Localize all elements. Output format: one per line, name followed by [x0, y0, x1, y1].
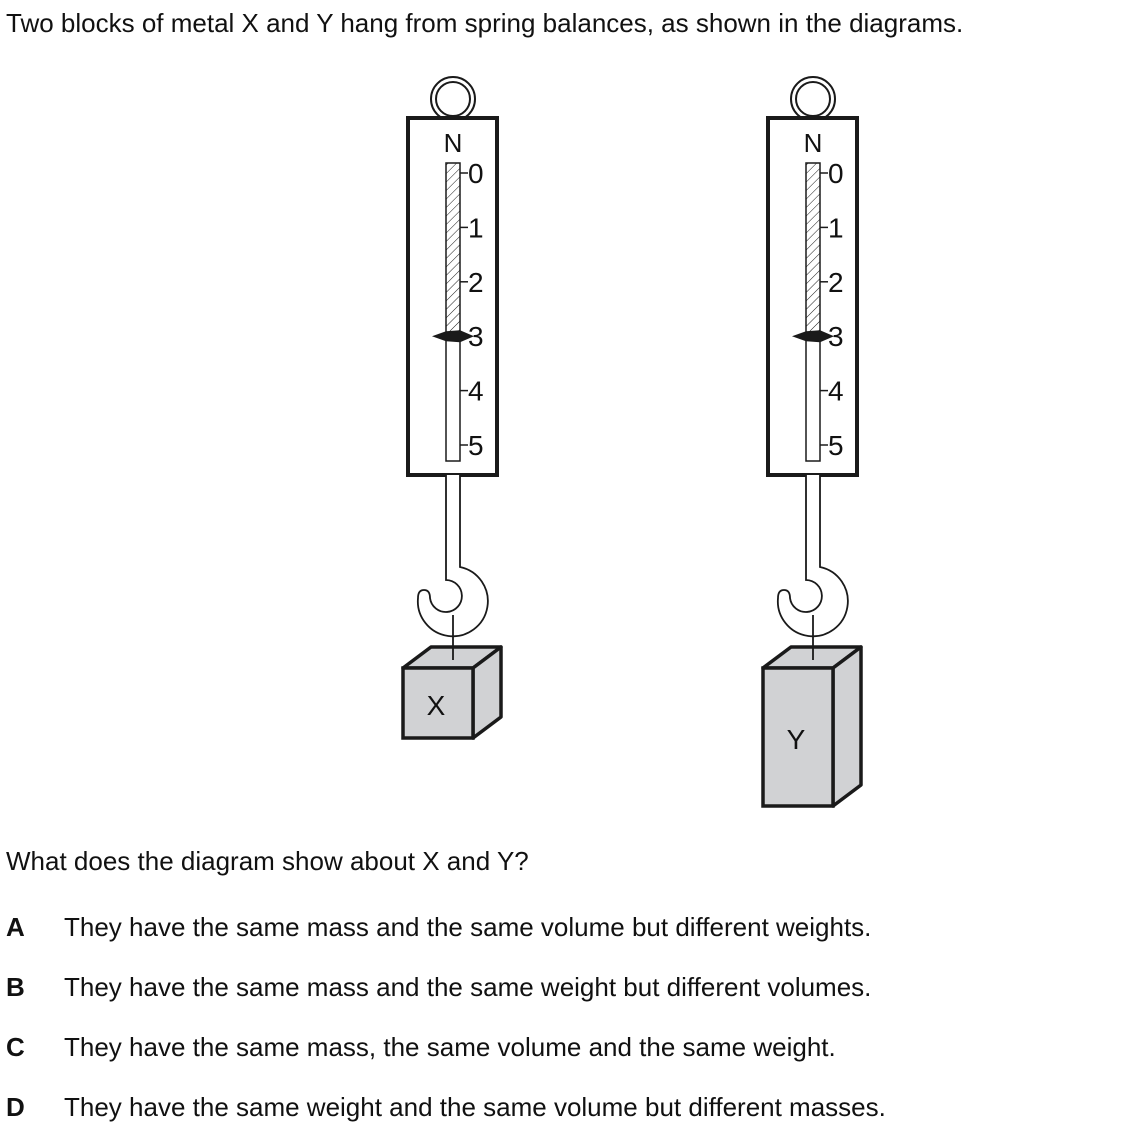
pointer-icon [792, 330, 834, 343]
option-b[interactable]: B They have the same mass and the same w… [6, 972, 871, 1003]
block-front [761, 666, 835, 808]
option-text: They have the same weight and the same v… [64, 1092, 886, 1122]
scale-label-1: 1 [828, 212, 844, 243]
block-label-y: Y [787, 724, 806, 755]
scale-label-3: 3 [468, 321, 484, 352]
scale-label-2: 2 [468, 267, 484, 298]
ring-inner [435, 81, 471, 117]
option-d[interactable]: D They have the same weight and the same… [6, 1092, 886, 1123]
scale-label-4: 4 [468, 376, 484, 407]
ring-inner [795, 81, 831, 117]
hook [776, 475, 849, 638]
intro-text: Two blocks of metal X and Y hang from sp… [6, 8, 964, 38]
option-letter: A [6, 912, 25, 942]
block-side [831, 645, 863, 808]
scale-label-2: 2 [828, 267, 844, 298]
ring-outer [430, 76, 476, 122]
option-a[interactable]: A They have the same mass and the same v… [6, 912, 871, 943]
scale-label-1: 1 [468, 212, 484, 243]
scale-label-3: 3 [828, 321, 844, 352]
option-letter: C [6, 1032, 25, 1062]
spring-balance-x: N0 1 2 3 4 5X [401, 76, 503, 740]
scale-label-0: 0 [828, 158, 844, 189]
block-front [401, 666, 475, 740]
option-letter: D [6, 1092, 25, 1122]
option-text: They have the same mass and the same wei… [64, 972, 872, 1002]
pointer-icon [432, 330, 474, 343]
block-label-x: X [427, 690, 446, 721]
spring-hatched [446, 163, 460, 337]
ring-outer [790, 76, 836, 122]
spring-hatched [806, 163, 820, 337]
option-letter: B [6, 972, 25, 1002]
spring-balance-y: N0 1 2 3 4 5Y [761, 76, 863, 808]
scale-label-0: 0 [468, 158, 484, 189]
scale-tube [445, 162, 461, 462]
unit-label: N [804, 128, 823, 158]
scale-tube [805, 162, 821, 462]
option-text: They have the same mass, the same volume… [64, 1032, 836, 1062]
unit-label: N [444, 128, 463, 158]
hook [416, 475, 489, 638]
scale-label-4: 4 [828, 376, 844, 407]
question-text: What does the diagram show about X and Y… [6, 846, 529, 876]
scale-label-5: 5 [828, 430, 844, 461]
scale-label-5: 5 [468, 430, 484, 461]
option-text: They have the same mass and the same vol… [64, 912, 872, 942]
option-c[interactable]: C They have the same mass, the same volu… [6, 1032, 836, 1063]
